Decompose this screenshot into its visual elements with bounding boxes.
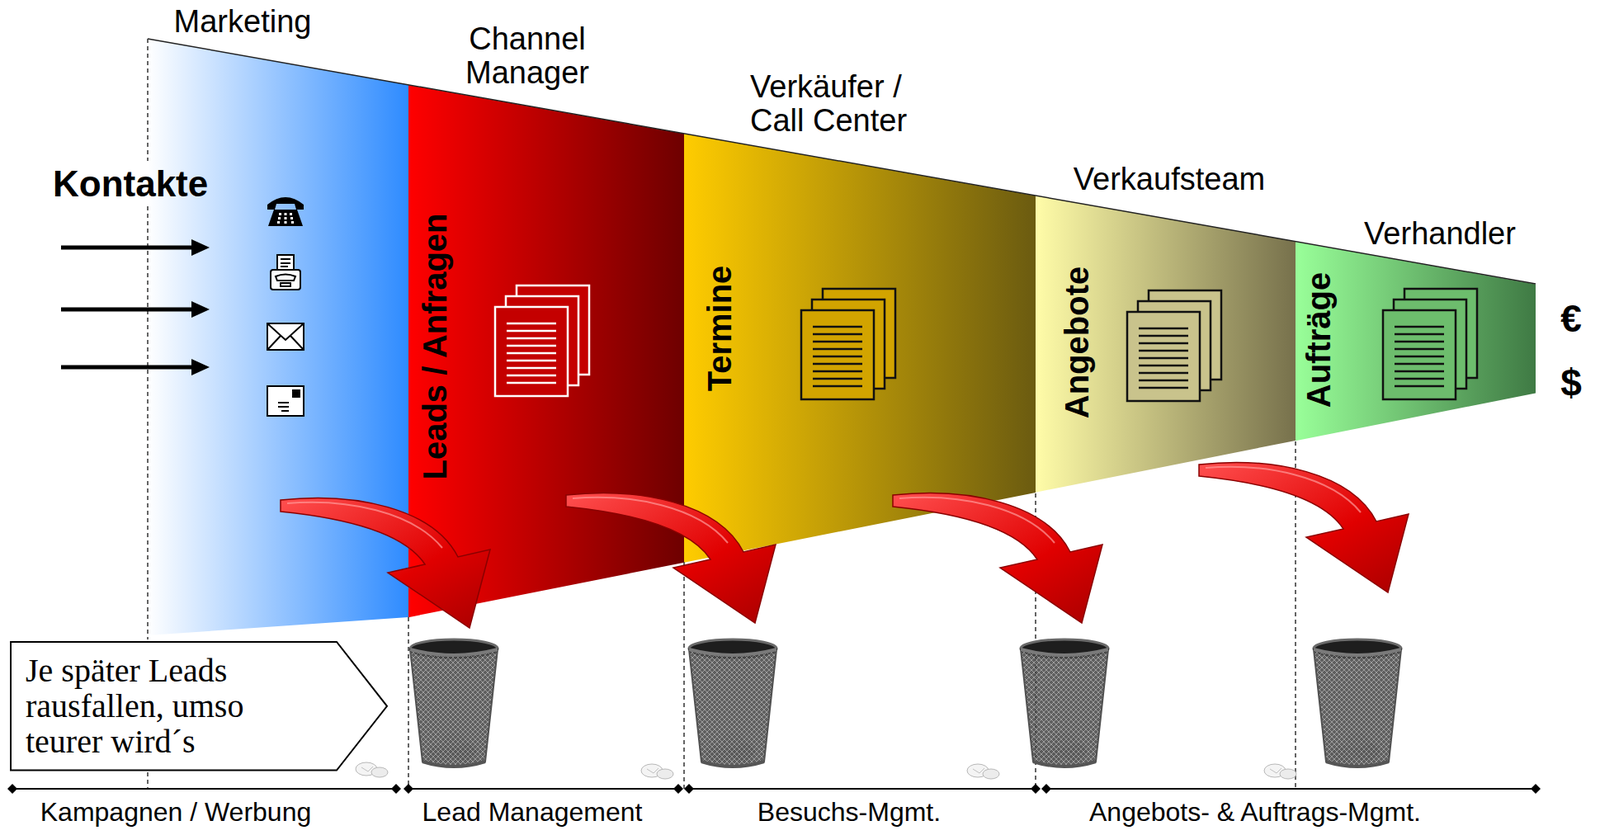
dropout-arrow: [1198, 462, 1409, 593]
letter-icon: [267, 386, 304, 416]
phase-label: Kampagnen / Werbung: [40, 797, 312, 827]
callout-box: Je später Leads rausfallen, umso teurer …: [9, 641, 388, 772]
waste-bin: [689, 639, 777, 767]
fax-icon: [270, 254, 301, 290]
inflow-label: Kontakte: [52, 164, 208, 204]
dropout-arrow: [892, 493, 1103, 624]
phase-label: Angebots- & Auftrags-Mgmt.: [1089, 797, 1421, 827]
stage-fill: [1035, 195, 1296, 493]
phone-icon: [267, 197, 304, 227]
phase-label: Lead Management: [422, 797, 643, 827]
callout-outline: [10, 641, 388, 771]
stage-heading: Verkaufsteam: [1073, 162, 1265, 197]
waste-bin: [1313, 639, 1402, 767]
stage-fill: [147, 38, 409, 636]
funnel-edge: [147, 38, 1536, 284]
stage-label: Angebote: [1060, 266, 1094, 419]
paper-ball: [641, 764, 674, 779]
dropout-arrow: [280, 498, 491, 628]
waste-bin: [410, 639, 498, 767]
document-stack: [801, 288, 896, 400]
mail-icon: [267, 323, 304, 350]
waste-bin: [1020, 639, 1109, 767]
stage-label: Aufträge: [1302, 272, 1336, 408]
inflow-arrows: [61, 239, 210, 376]
stage-heading: Marketing: [174, 4, 312, 39]
currency-symbol: €: [1560, 297, 1582, 340]
stage-label: Termine: [703, 265, 737, 392]
phase-timeline: [7, 783, 1541, 794]
stage-heading: Channel Manager: [448, 22, 606, 90]
document-stack: [1382, 288, 1478, 400]
stage-fill: [408, 84, 685, 618]
paper-ball: [1264, 764, 1297, 779]
stage-fill: [1295, 241, 1536, 441]
stage-heading: Verhandler: [1364, 217, 1516, 251]
callout-text: Je später Leads rausfallen, umso teurer …: [25, 652, 265, 760]
stage-heading: Verkäufer / Call Center: [750, 70, 928, 138]
document-stack: [1127, 290, 1222, 402]
phase-label: Besuchs-Mgmt.: [757, 797, 941, 827]
document-stack: [495, 285, 590, 397]
paper-ball: [967, 764, 1000, 779]
stage-label: Leads / Anfragen: [418, 212, 452, 480]
dropout-arrow: [566, 493, 776, 624]
phase-separators: [147, 38, 1296, 789]
paper-ball: [355, 762, 388, 778]
currency-symbol: $: [1560, 362, 1582, 405]
